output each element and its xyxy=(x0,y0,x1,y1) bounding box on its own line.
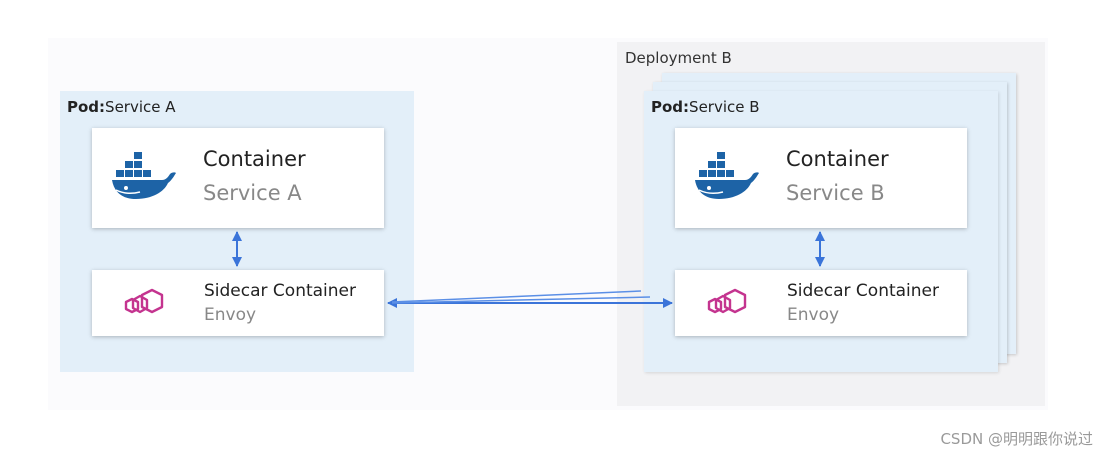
pod-a-label-name: Service A xyxy=(105,98,176,116)
sidecar-card-b[interactable] xyxy=(675,270,967,336)
sidecar-card-a[interactable] xyxy=(92,270,384,336)
sidecar-b-subtitle: Envoy xyxy=(787,305,840,325)
docker-whale-icon xyxy=(695,152,759,199)
envoy-icon xyxy=(707,288,747,314)
sidecar-a-title: Sidecar Container xyxy=(204,281,356,301)
container-a-subtitle: Service A xyxy=(203,181,302,205)
container-b-subtitle: Service B xyxy=(786,181,885,205)
container-b-title: Container xyxy=(786,147,889,171)
container-card-a[interactable] xyxy=(92,128,384,228)
deployment-title: Deployment B xyxy=(625,49,732,67)
pod-a-title: Pod:Service A xyxy=(67,98,176,116)
watermark: CSDN @明明跟你说过 xyxy=(940,430,1093,448)
container-a-title: Container xyxy=(203,147,306,171)
envoy-icon xyxy=(124,288,164,314)
sidecar-link-replica xyxy=(391,290,642,303)
sidecar-link-replica xyxy=(391,296,651,304)
sidecar-b-title: Sidecar Container xyxy=(787,281,939,301)
docker-whale-icon xyxy=(112,152,176,199)
pod-b-label-bold: Pod: xyxy=(651,98,690,116)
pod-a-label-bold: Pod: xyxy=(67,98,106,116)
pod-b-label-name: Service B xyxy=(689,98,760,116)
container-card-b[interactable] xyxy=(675,128,967,228)
sidecar-a-subtitle: Envoy xyxy=(204,305,257,325)
pod-b-title: Pod:Service B xyxy=(651,98,760,116)
